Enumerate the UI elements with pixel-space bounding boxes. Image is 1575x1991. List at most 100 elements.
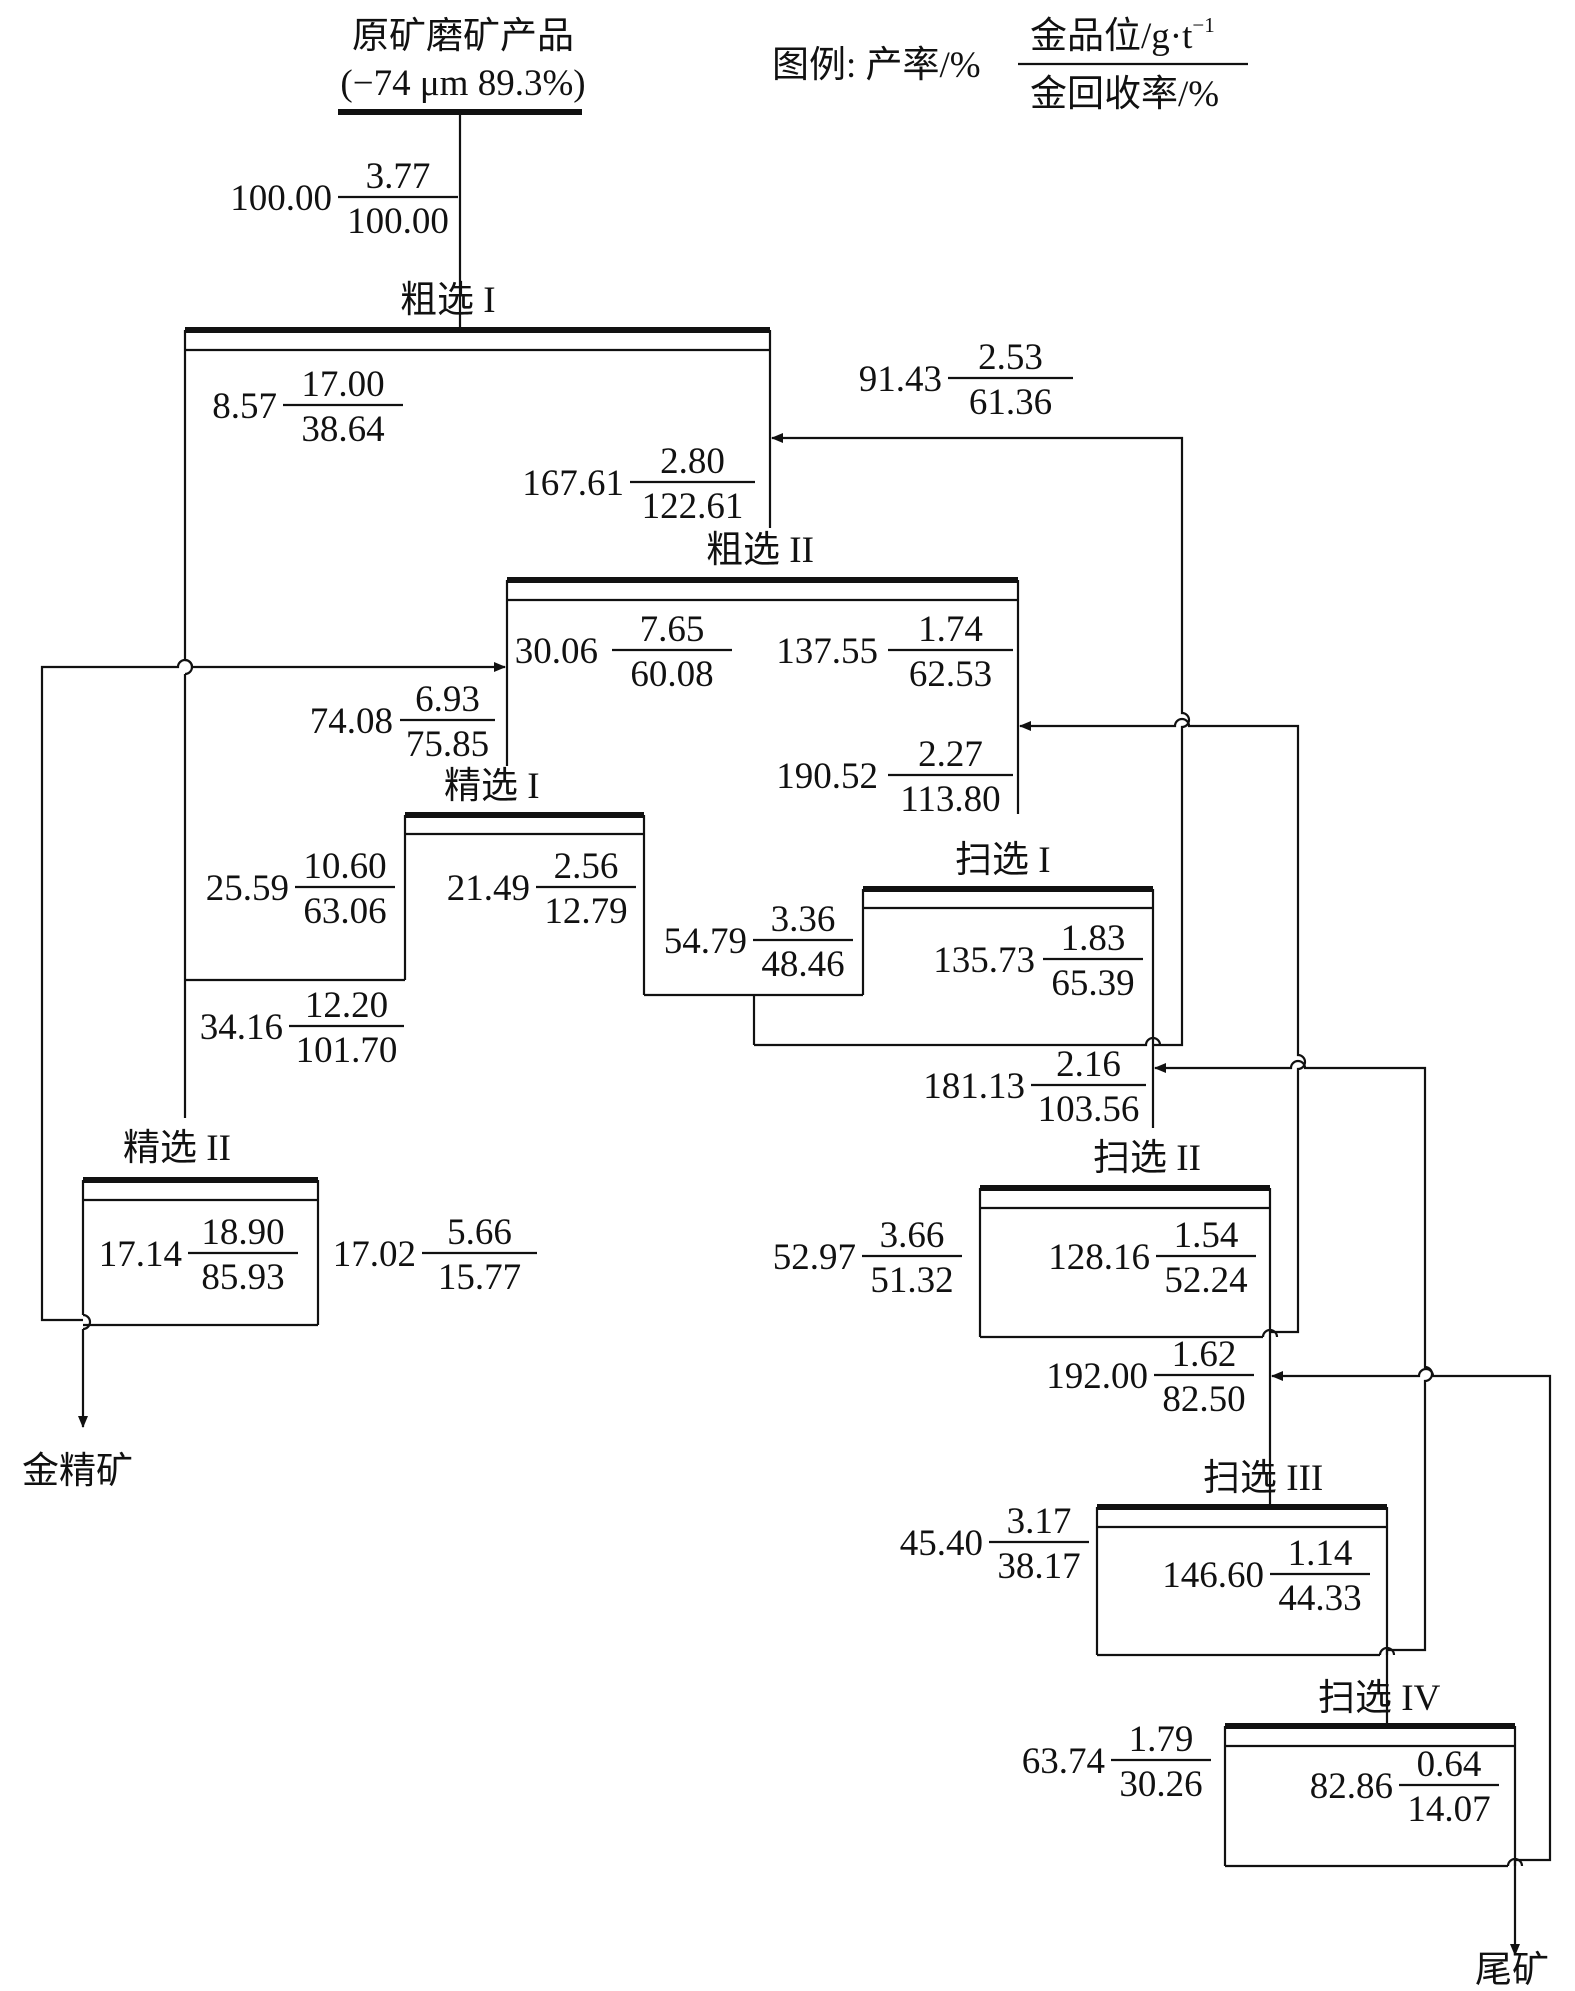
stage-label-scavenger-4: 扫选 IV [1318,1678,1441,1719]
stage-bars [83,109,1515,1748]
grade-value: 1.74 [918,609,983,650]
recovery-value: 14.07 [1407,1789,1490,1830]
scavenger-4-bottom-crossing [1506,1857,1524,1867]
yield-value: 128.16 [1048,1237,1150,1278]
grade-value: 3.77 [366,156,431,197]
yield-value: 82.86 [1310,1766,1393,1807]
grade-value: 3.17 [1007,1501,1072,1542]
recovery-value: 100.00 [347,201,449,242]
recovery-value: 85.93 [201,1257,284,1298]
recovery-value: 65.39 [1051,963,1134,1004]
yield-value: 21.49 [447,868,530,909]
yield-value: 17.14 [99,1234,182,1275]
legend-grade-exponent: −1 [1192,13,1214,37]
yield-value: 91.43 [859,359,942,400]
yield-value: 190.52 [776,756,878,797]
stage-label-scavenger-3: 扫选 III [1203,1458,1323,1499]
product-label-tailings: 尾矿 [1475,1949,1549,1991]
recovery-value: 113.80 [900,779,1000,820]
yield-value: 8.57 [212,386,277,427]
c2-tail-recycle-line [40,658,506,1322]
recovery-value: 60.08 [630,654,713,695]
grade-value: 1.79 [1129,1719,1194,1760]
recovery-value: 30.26 [1119,1764,1202,1805]
grade-value: 6.93 [415,679,480,720]
yield-value: 167.61 [522,463,624,504]
yield-value: 54.79 [664,921,747,962]
recovery-value: 63.06 [303,891,386,932]
recovery-value: 62.53 [909,654,992,695]
flow-lines [40,112,1552,1956]
grade-value: 0.64 [1417,1744,1482,1785]
recovery-value: 75.85 [406,724,489,765]
legend-prefix: 图例: 产率/% [772,44,981,86]
yield-value: 74.08 [310,701,393,742]
grade-value: 10.60 [303,846,386,887]
recovery-value: 48.46 [761,944,844,985]
grade-value: 1.83 [1061,918,1126,959]
yield-value: 137.55 [776,631,878,672]
legend-denominator: 金回收率/% [1030,73,1219,115]
yield-value: 192.00 [1046,1356,1148,1397]
scavenger-3-bottom-crossing [1378,1646,1396,1656]
recovery-value: 103.56 [1038,1089,1140,1130]
s4-tail-return-line [1271,1367,1552,1862]
grade-value: 1.62 [1172,1334,1237,1375]
grade-value: 17.00 [301,364,384,405]
stage-label-rougher-1: 粗选 I [400,280,496,321]
yield-value: 34.16 [200,1007,283,1048]
grade-value: 1.14 [1288,1533,1353,1574]
recovery-value: 15.77 [438,1257,521,1298]
recovery-value: 101.70 [296,1030,398,1071]
recovery-value: 38.64 [301,409,384,450]
s3-tail-return-line [1154,1059,1434,1652]
grade-value: 7.65 [640,609,705,650]
grade-value: 2.27 [918,734,983,775]
grade-value: 2.53 [978,337,1043,378]
stage-label-cleaner-1: 精选 I [444,766,540,807]
recovery-value: 82.50 [1162,1379,1245,1420]
grade-value: 1.54 [1174,1215,1239,1256]
yield-value: 45.40 [900,1523,983,1564]
s2-conc-return-line [1019,717,1307,1334]
recovery-value: 122.61 [642,486,744,527]
grade-value: 18.90 [201,1212,284,1253]
grade-value: 2.16 [1056,1044,1121,1085]
s1-conc-return-line [771,433,1191,1047]
yield-value: 100.00 [230,178,332,219]
product-label-concentrate: 金精矿 [22,1450,133,1492]
legend-numerator: 金品位/g·t−1 [1030,13,1215,57]
stream-labels: 100.003.77100.008.5717.0038.64167.612.80… [99,156,1499,1830]
title-line2: (−74 μm 89.3%) [340,63,585,104]
yield-value: 30.06 [515,631,598,672]
stage-label-scavenger-1: 扫选 I [955,840,1051,881]
yield-value: 181.13 [923,1066,1025,1107]
yield-value: 135.73 [933,940,1035,981]
stage-label-cleaner-2: 精选 II [123,1128,231,1169]
recovery-value: 12.79 [544,891,627,932]
yield-value: 146.60 [1162,1555,1264,1596]
legend-grade: 金品位/g·t [1030,15,1193,57]
stage-labels: 粗选 I 粗选 II 精选 I 扫选 I 精选 II 扫选 II 扫选 III … [123,280,1441,1719]
grade-value: 3.66 [880,1215,945,1256]
